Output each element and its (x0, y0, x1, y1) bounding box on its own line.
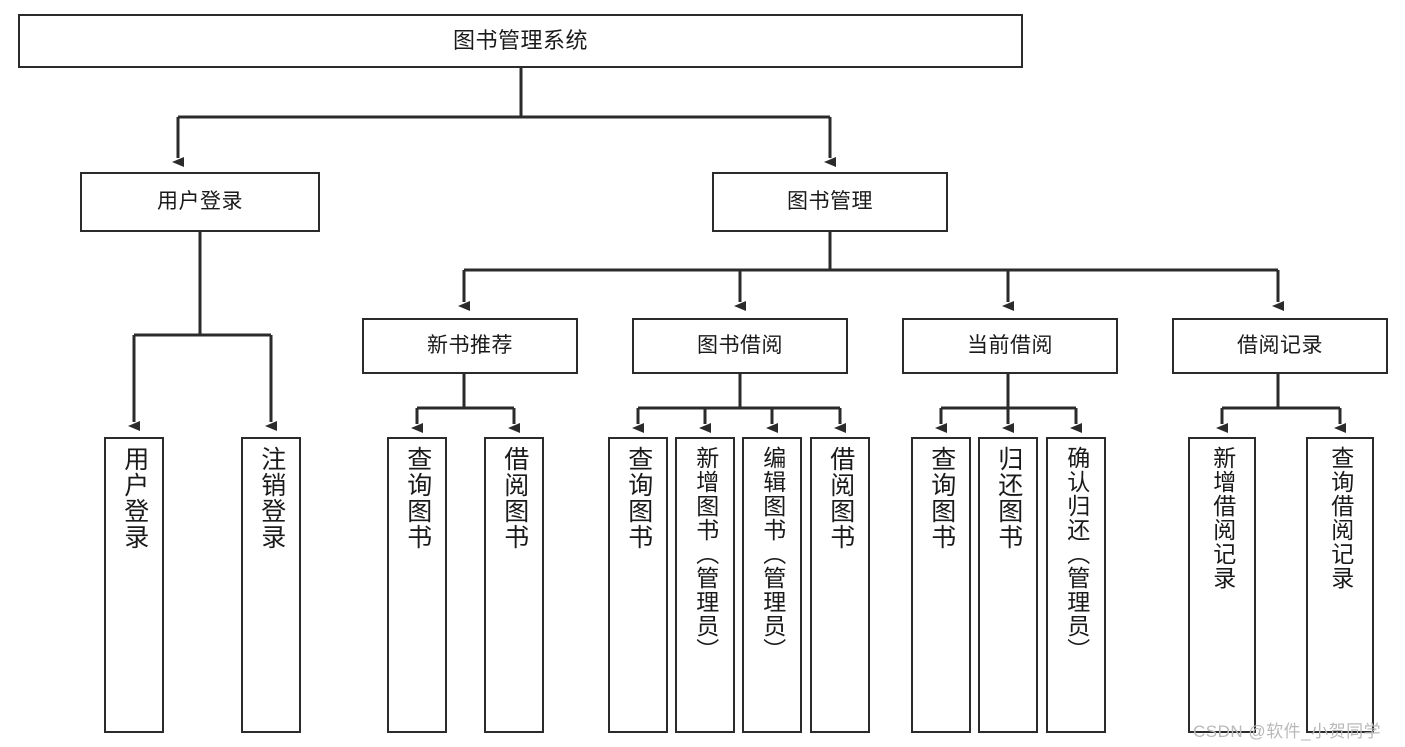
node-user-login[interactable]: 用户登录 (80, 172, 320, 232)
node-current-borrow[interactable]: 当前借阅 (902, 318, 1118, 374)
node-current-borrow-label: 当前借阅 (967, 333, 1053, 357)
node-leaf-confirm-return[interactable]: 确认归还（管理员） (1046, 437, 1106, 733)
node-leaf-borrow-book-1-label: 借阅图书 (500, 446, 529, 550)
node-leaf-borrow-book-1[interactable]: 借阅图书 (484, 437, 544, 733)
node-new-book-rec-label: 新书推荐 (427, 333, 513, 357)
node-leaf-query-book-3[interactable]: 查询图书 (911, 437, 971, 733)
node-leaf-query-record-label: 查询借阅记录 (1327, 446, 1354, 590)
node-user-login-label: 用户登录 (157, 189, 243, 213)
node-leaf-add-record[interactable]: 新增借阅记录 (1188, 437, 1256, 733)
node-book-borrow-label: 图书借阅 (697, 333, 783, 357)
node-leaf-return-book[interactable]: 归还图书 (978, 437, 1038, 733)
node-leaf-add-record-label: 新增借阅记录 (1209, 446, 1236, 590)
node-leaf-query-record[interactable]: 查询借阅记录 (1306, 437, 1374, 733)
node-borrow-record-label: 借阅记录 (1237, 333, 1323, 357)
node-leaf-return-book-label: 归还图书 (994, 446, 1023, 550)
node-leaf-query-book-2[interactable]: 查询图书 (608, 437, 668, 733)
node-leaf-add-book-label: 新增图书（管理员） (692, 446, 719, 662)
node-leaf-query-book-2-label: 查询图书 (624, 446, 653, 550)
node-root-label: 图书管理系统 (452, 28, 588, 54)
node-leaf-logout-login-label: 注销登录 (257, 446, 286, 550)
node-book-manage[interactable]: 图书管理 (712, 172, 948, 232)
node-leaf-query-book-1[interactable]: 查询图书 (387, 437, 447, 733)
node-leaf-query-book-1-label: 查询图书 (403, 446, 432, 550)
node-leaf-user-login-label: 用户登录 (120, 446, 149, 550)
node-leaf-logout-login[interactable]: 注销登录 (241, 437, 301, 733)
node-leaf-user-login[interactable]: 用户登录 (104, 437, 164, 733)
node-leaf-edit-book[interactable]: 编辑图书（管理员） (742, 437, 802, 733)
node-leaf-borrow-book-2-label: 借阅图书 (826, 446, 855, 550)
node-borrow-record[interactable]: 借阅记录 (1172, 318, 1388, 374)
node-leaf-edit-book-label: 编辑图书（管理员） (759, 446, 786, 662)
node-book-borrow[interactable]: 图书借阅 (632, 318, 848, 374)
node-leaf-add-book[interactable]: 新增图书（管理员） (675, 437, 735, 733)
node-leaf-confirm-return-label: 确认归还（管理员） (1063, 446, 1090, 662)
node-leaf-borrow-book-2[interactable]: 借阅图书 (810, 437, 870, 733)
node-leaf-query-book-3-label: 查询图书 (927, 446, 956, 550)
csdn-watermark: CSDN @软件_小贺同学 (1193, 722, 1382, 741)
node-root[interactable]: 图书管理系统 (18, 14, 1023, 68)
node-book-manage-label: 图书管理 (787, 189, 873, 213)
node-new-book-rec[interactable]: 新书推荐 (362, 318, 578, 374)
